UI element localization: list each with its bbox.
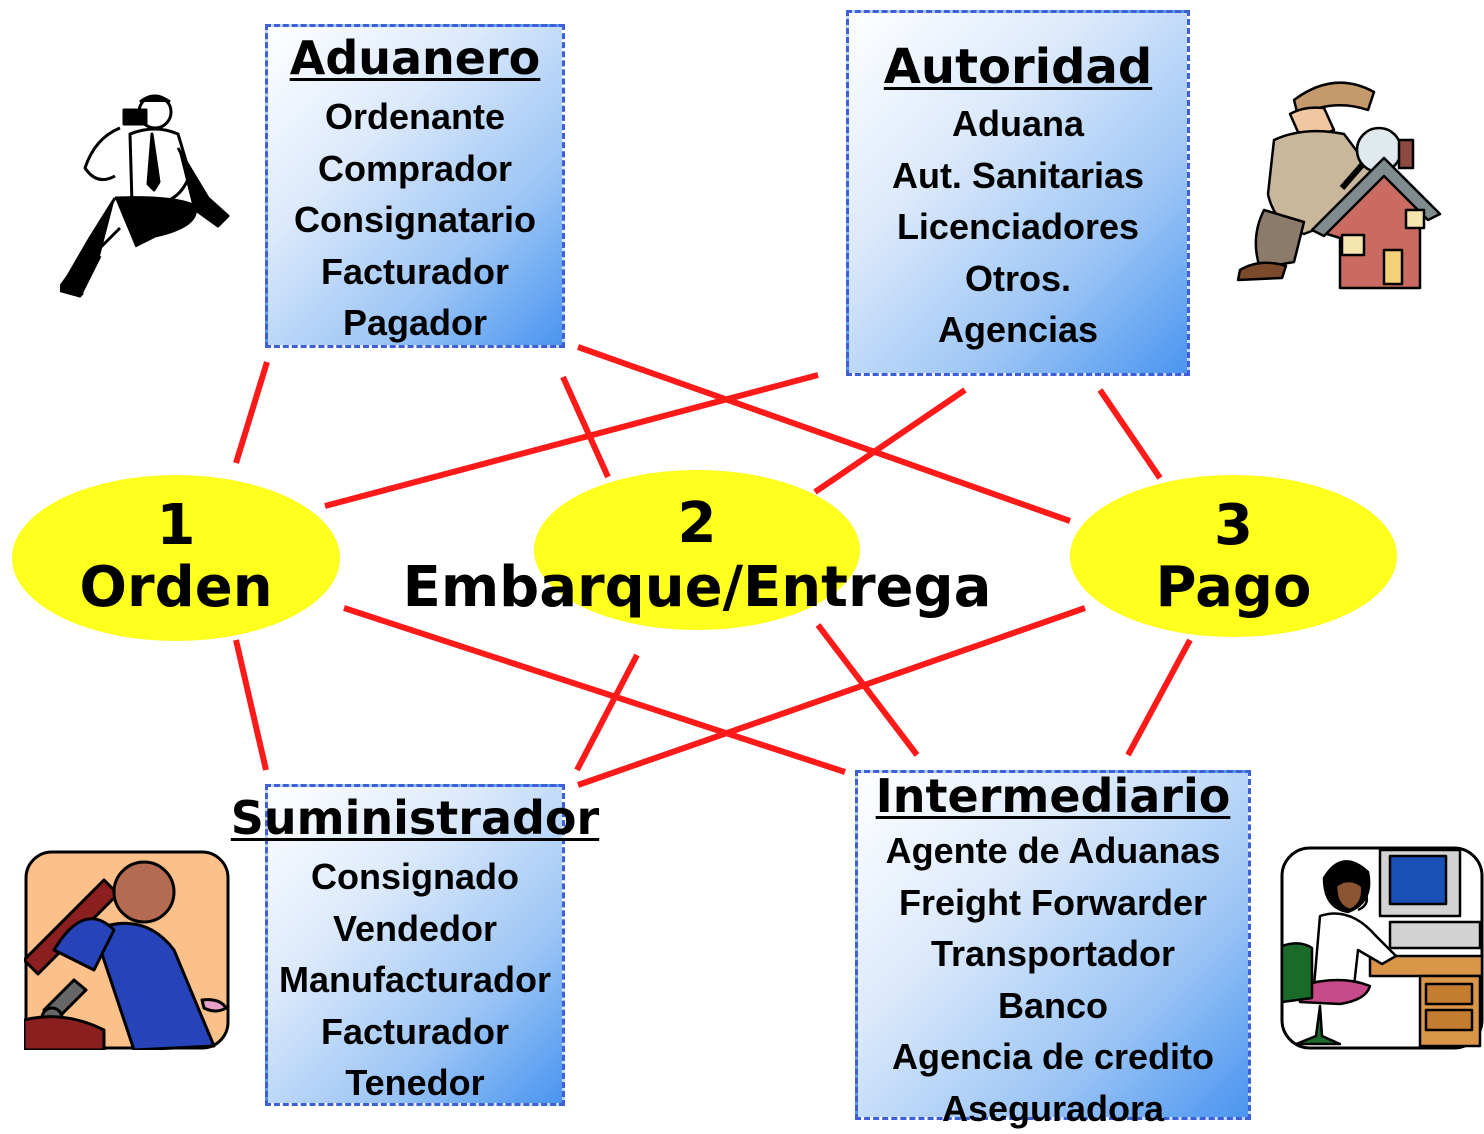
autoridad-item: Aduana [846,98,1190,150]
aduanero-item: Consignatario [265,194,565,246]
computer-operator-headset-icon [1280,846,1484,1050]
aduanero-items: Ordenante Comprador Consignatario Factur… [265,91,565,349]
autoridad-title: Autoridad [846,38,1190,96]
intermediario-item: Banco [830,980,1276,1032]
aduanero-item: Comprador [265,143,565,195]
link-autoridad-pago [1100,390,1160,478]
link-aduanero-orden [236,362,267,463]
suministrador-item: Tenedor [215,1057,615,1109]
suministrador-item: Vendedor [215,903,615,955]
aduanero-item: Facturador [265,246,565,298]
autoridad-item: Otros. [846,253,1190,305]
suministrador-item: Facturador [215,1006,615,1058]
mechanic-wrench-icon [24,850,230,1050]
suministrador-items: Consignado Vendedor Manufacturador Factu… [215,851,615,1109]
autoridad-items: Aduana Aut. Sanitarias Licenciadores Otr… [846,98,1190,356]
intermediario-item: Agente de Aduanas [830,825,1276,877]
aduanero-item: Pagador [265,297,565,349]
autoridad-item: Aut. Sanitarias [846,150,1190,202]
aduanero-item: Ordenante [265,91,565,143]
intermediario-item: Freight Forwarder [830,877,1276,929]
pago-node-number: 3 [1070,496,1397,556]
autoridad-item: Agencias [846,304,1190,356]
intermediario-item: Transportador [830,928,1276,980]
aduanero-title: Aduanero [265,30,565,86]
intermediario-item: Agencia de credito [830,1031,1276,1083]
suministrador-item: Consignado [215,851,615,903]
intermediario-items: Agente de Aduanas Freight Forwarder Tran… [830,825,1276,1134]
inspector-magnifier-house-icon [1234,70,1444,290]
businessman-phone-icon [60,88,240,300]
embarque-node-label: Embarque/Entrega [340,558,1054,618]
link-pago-suministrador [578,608,1085,785]
link-embarque-suministrador [577,655,637,770]
intermediario-title: Intermediario [830,768,1276,824]
pago-node-label: Pago [1070,558,1397,618]
suministrador-title: Suministrador [190,790,640,846]
link-orden-suministrador [236,640,266,770]
autoridad-item: Licenciadores [846,201,1190,253]
link-embarque-intermediario [818,625,917,755]
embarque-node-number: 2 [534,494,860,554]
link-orden-intermediario [344,608,845,772]
orden-node-label: Orden [12,558,340,618]
link-aduanero-embarque [563,377,608,477]
orden-node-number: 1 [12,496,340,556]
link-pago-intermediario [1128,640,1190,755]
suministrador-item: Manufacturador [215,954,615,1006]
intermediario-item: Aseguradora [830,1083,1276,1134]
